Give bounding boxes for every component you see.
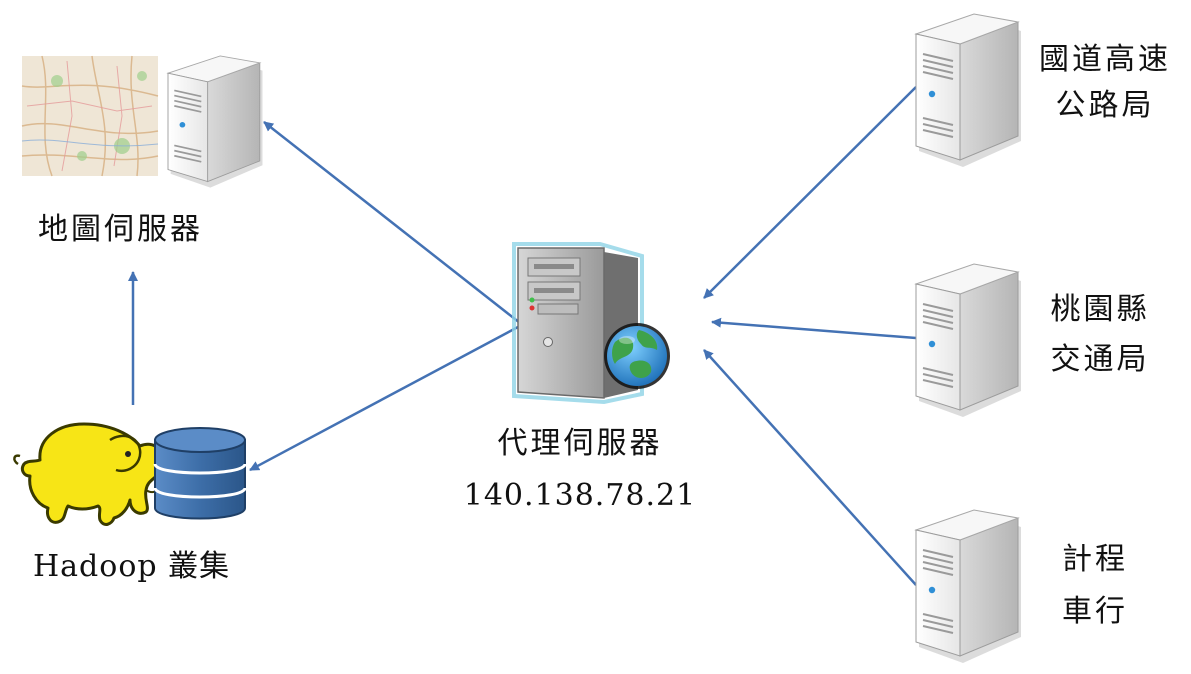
highway-bureau-label: 國道高速 公路局 xyxy=(1030,40,1180,126)
taxi-company-label: 計程 車行 xyxy=(1040,540,1150,632)
proxy-server-name: 代理伺服器 xyxy=(497,426,663,461)
arrow-proxy-to-map-server xyxy=(263,121,521,324)
proxy-server-label: 代理伺服器 140.138.78.21 xyxy=(440,424,720,516)
taoyuan-transport-label: 桃園縣 交通局 xyxy=(1030,290,1170,380)
proxy-server-ip: 140.138.78.21 xyxy=(463,478,697,513)
map-icon xyxy=(21,55,159,177)
arrow-proxy-to-hadoop xyxy=(249,325,519,472)
taoyuan-server-icon xyxy=(915,263,1022,418)
highway-bureau-line1: 國道高速 xyxy=(1039,42,1171,77)
arrow-highway-to-proxy xyxy=(703,86,917,299)
map-server-label: 地圖伺服器 xyxy=(38,212,203,247)
taoyuan-transport-line2: 交通局 xyxy=(1050,342,1150,377)
taoyuan-transport-line1: 桃園縣 xyxy=(1050,292,1150,327)
arrow-taoyuan-to-proxy xyxy=(711,317,917,340)
connection-arrows xyxy=(128,86,917,586)
taxi-server-icon xyxy=(915,509,1022,664)
arrow-taxi-to-proxy xyxy=(703,349,917,586)
highway-server-icon xyxy=(915,13,1022,168)
taxi-company-line2: 車行 xyxy=(1062,594,1128,629)
hadoop-cluster-label: Hadoop 叢集 xyxy=(33,549,231,584)
proxy-server-icon xyxy=(512,242,644,405)
highway-bureau-line2: 公路局 xyxy=(1055,88,1155,123)
database-icon xyxy=(153,427,247,520)
taxi-company-line1: 計程 xyxy=(1062,542,1128,577)
map-server-icon xyxy=(167,55,264,189)
elephant-icon xyxy=(13,422,165,526)
globe-icon xyxy=(604,323,670,389)
